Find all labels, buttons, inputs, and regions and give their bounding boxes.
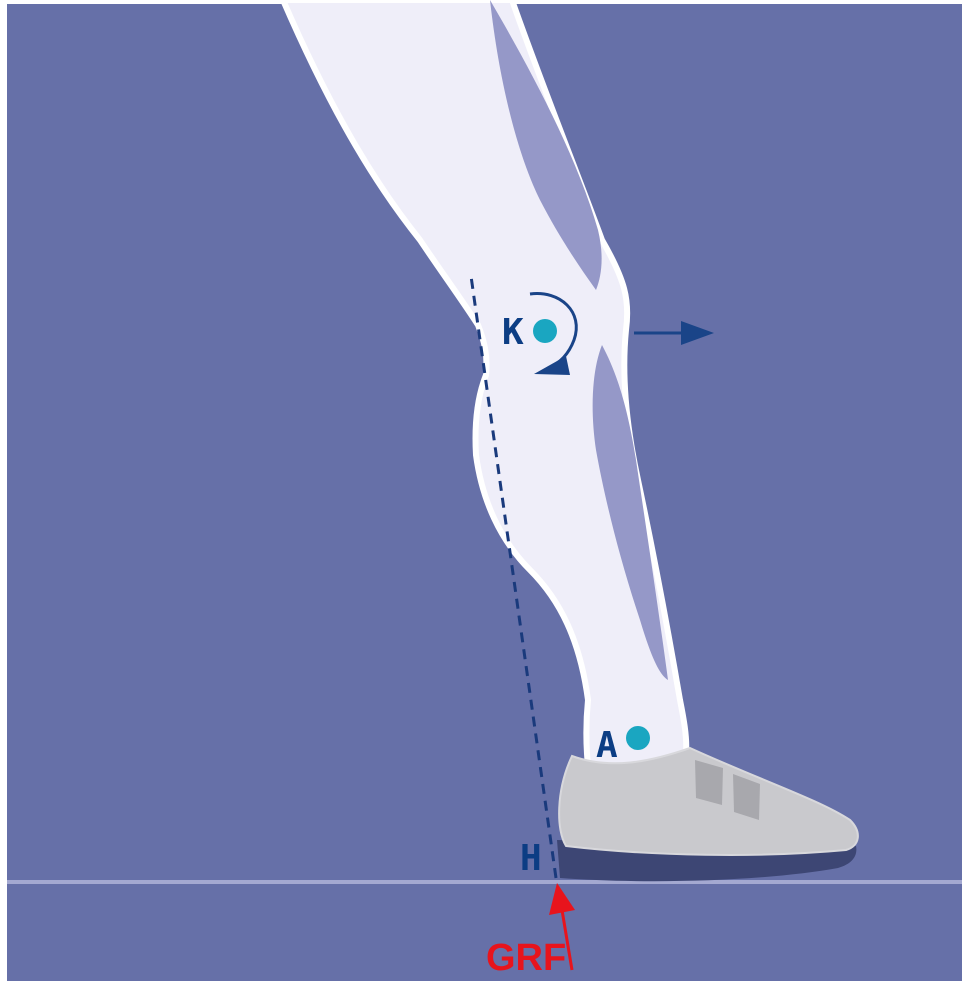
grf-label: GRF	[486, 937, 566, 979]
knee-label: K	[502, 312, 524, 353]
heel-label: H	[520, 838, 542, 879]
ankle-label: A	[596, 725, 618, 766]
knee-joint-marker	[533, 319, 557, 343]
ankle-joint-marker	[626, 726, 650, 750]
